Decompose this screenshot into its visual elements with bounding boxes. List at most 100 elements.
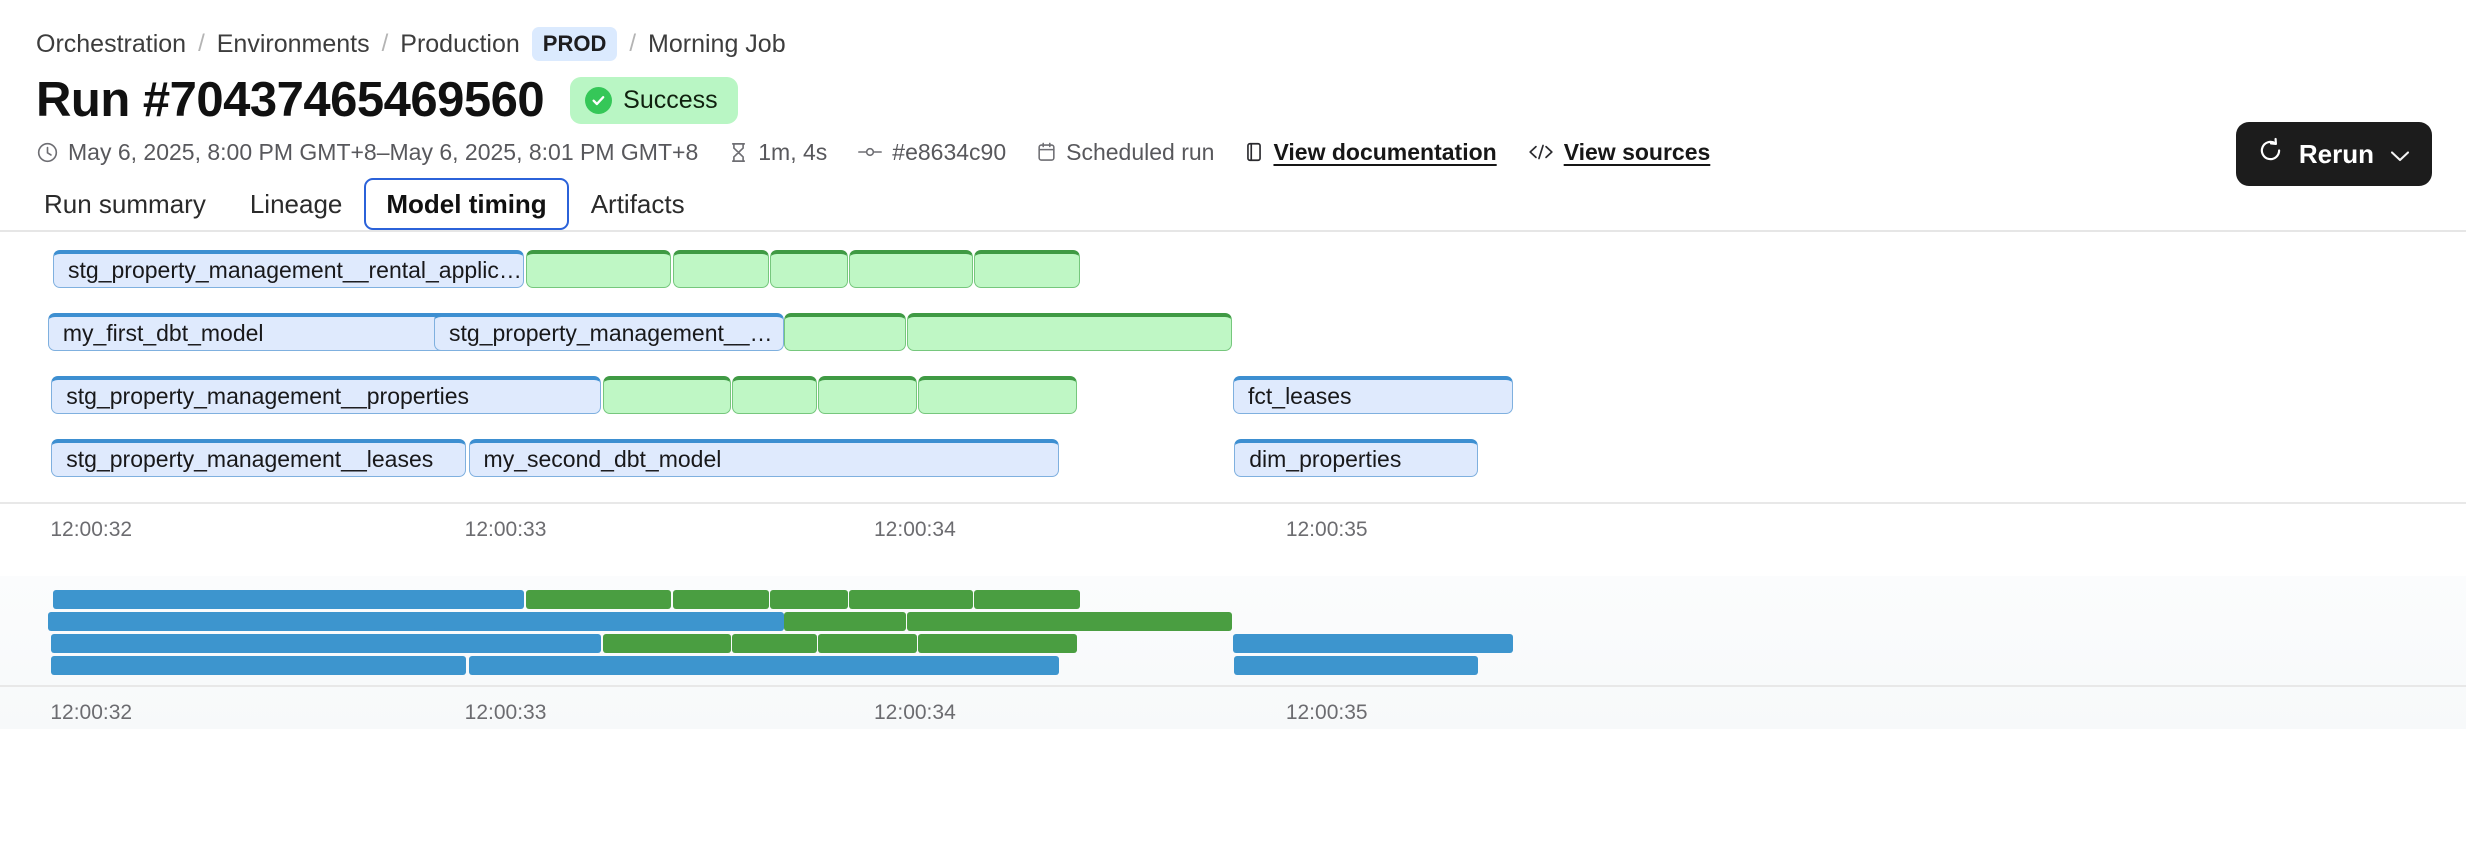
tab-bar: Run summary Lineage Model timing Artifac… [0,166,2466,230]
gantt-bar-segment[interactable] [849,250,973,288]
minimap-bar[interactable] [434,612,785,631]
meta-timerange: May 6, 2025, 8:00 PM GMT+8–May 6, 2025, … [36,139,698,166]
gantt-bar-segment[interactable] [770,250,849,288]
breadcrumb-separator: / [381,30,389,57]
meta-commit-text: #e8634c90 [892,138,1007,165]
gantt-bar-label: stg_property_management__properties [66,383,470,409]
gantt-bar-dim_properties[interactable]: dim_properties [1234,439,1479,477]
gantt-chart: stg_property_management__rental_applicat… [0,250,2466,479]
breadcrumb-item-orchestration[interactable]: Orchestration [36,29,187,58]
chevron-down-icon[interactable] [2389,139,2411,170]
minimap-bar[interactable] [468,656,1060,675]
gantt-bar-my_second_dbt_model[interactable]: my_second_dbt_model [468,439,1060,477]
tab-lineage[interactable]: Lineage [249,188,343,219]
gantt-bar-segment[interactable] [973,250,1080,288]
gantt-bar-segment[interactable] [602,376,732,414]
minimap-bar[interactable] [672,590,769,609]
check-circle-icon [585,86,613,114]
tab-bar-divider [0,230,2466,232]
breadcrumb-item-production[interactable]: Production [400,29,520,58]
minimap-bar[interactable] [47,612,456,631]
view-documentation-link[interactable]: View documentation [1244,138,1497,166]
minimap-bar[interactable] [849,590,973,609]
minimap-bar[interactable] [818,634,917,653]
minimap-row [0,590,2466,609]
view-documentation-text: View documentation [1273,138,1497,165]
gantt-bar-segment[interactable] [672,250,769,288]
rerun-button-label: Rerun [2298,138,2374,169]
gantt-bar-segment[interactable] [818,376,917,414]
tab-run-summary[interactable]: Run summary [44,188,206,219]
gantt-bar-stg_property_management__properties[interactable]: stg_property_management__properties [51,376,602,414]
gantt-row: stg_property_management__properties fct_l… [0,376,2466,416]
view-sources-link[interactable]: View sources [1527,138,1711,166]
minimap-bar[interactable] [907,612,1232,631]
meta-trigger: Scheduled run [1036,139,1214,166]
gantt-bar-fct_leases[interactable]: fct_leases [1233,376,1513,414]
minimap-bar[interactable] [51,656,466,675]
gantt-bar-label: my_second_dbt_model [483,446,722,472]
rerun-button[interactable]: Rerun [2235,122,2432,186]
breadcrumb-item-morning-job[interactable]: Morning Job [648,29,786,58]
gantt-bar-segment[interactable] [525,250,672,288]
meta-trigger-text: Scheduled run [1066,138,1215,165]
minimap-bar[interactable] [525,590,672,609]
clock-icon [36,141,59,164]
meta-duration: 1m, 4s [728,139,827,166]
gantt-bar-stg_property_management__leases[interactable]: stg_property_management__leases [51,439,466,477]
minimap-row [0,634,2466,653]
minimap-bar[interactable] [917,634,1077,653]
minimap-bar[interactable] [1233,634,1513,653]
breadcrumb-separator: / [629,30,637,57]
minimap-axis-tick: 12:00:35 [1285,701,1368,724]
gantt-bar-label: dim_properties [1249,446,1402,472]
minimap-bar[interactable] [973,590,1080,609]
gantt-bar-stg_property_management__rental_applications[interactable]: stg_property_management__rental_applicat… [53,250,525,288]
gantt-bar-segment[interactable] [907,313,1232,351]
status-badge: Success [570,76,738,124]
gantt-bar-label: stg_property_management__rental_applicat… [68,257,524,283]
gantt-bar-my_first_dbt_model[interactable]: my_first_dbt_model [47,313,456,351]
gantt-bar-label: my_first_dbt_model [62,320,264,346]
tab-model-timing[interactable]: Model timing [364,178,569,230]
meta-duration-text: 1m, 4s [758,138,828,165]
meta-timerange-text: May 6, 2025, 8:00 PM GMT+8–May 6, 2025, … [68,138,699,165]
minimap-bar[interactable] [770,590,849,609]
run-metadata: May 6, 2025, 8:00 PM GMT+8–May 6, 2025, … [0,122,2466,166]
gantt-bar-segment[interactable] [917,376,1077,414]
breadcrumb: Orchestration / Environments / Productio… [0,0,2466,62]
gantt-bar-segment[interactable] [732,376,818,414]
commit-icon [857,142,883,162]
breadcrumb-item-environments[interactable]: Environments [216,29,370,58]
minimap-bar[interactable] [732,634,818,653]
gantt-axis-tick: 12:00:35 [1285,518,1368,541]
calendar-icon [1036,141,1057,163]
tab-artifacts[interactable]: Artifacts [590,188,685,219]
minimap-row [0,656,2466,675]
minimap-bar[interactable] [1234,656,1479,675]
gantt-row: stg_property_management__leases my_second… [0,439,2466,479]
minimap-axis-tick: 12:00:32 [50,701,133,724]
gantt-bar-segment[interactable] [784,313,907,351]
title-row: Run #70437465469560 Success [0,60,2466,127]
view-sources-text: View sources [1563,138,1711,165]
gantt-bar-stg_property_management__units[interactable]: stg_property_management__units [434,313,785,351]
status-badge-label: Success [623,85,718,114]
minimap-axis-tick: 12:00:33 [464,701,547,724]
breadcrumb-separator: / [198,30,205,57]
model-timing-chart: stg_property_management__rental_applicat… [0,232,2466,729]
minimap-bar[interactable] [784,612,907,631]
minimap-bar[interactable] [53,590,525,609]
minimap-bar[interactable] [602,634,732,653]
book-icon [1244,141,1264,163]
refresh-icon [2257,137,2284,171]
page-title: Run #70437465469560 [36,73,545,127]
gantt-axis-tick: 12:00:33 [464,518,547,541]
minimap-bar[interactable] [51,634,602,653]
breadcrumb-chip-prod[interactable]: PROD [531,26,618,62]
gantt-row: my_first_dbt_model stg_property_managemen… [0,313,2466,353]
gantt-axis-tick: 12:00:34 [874,518,956,541]
